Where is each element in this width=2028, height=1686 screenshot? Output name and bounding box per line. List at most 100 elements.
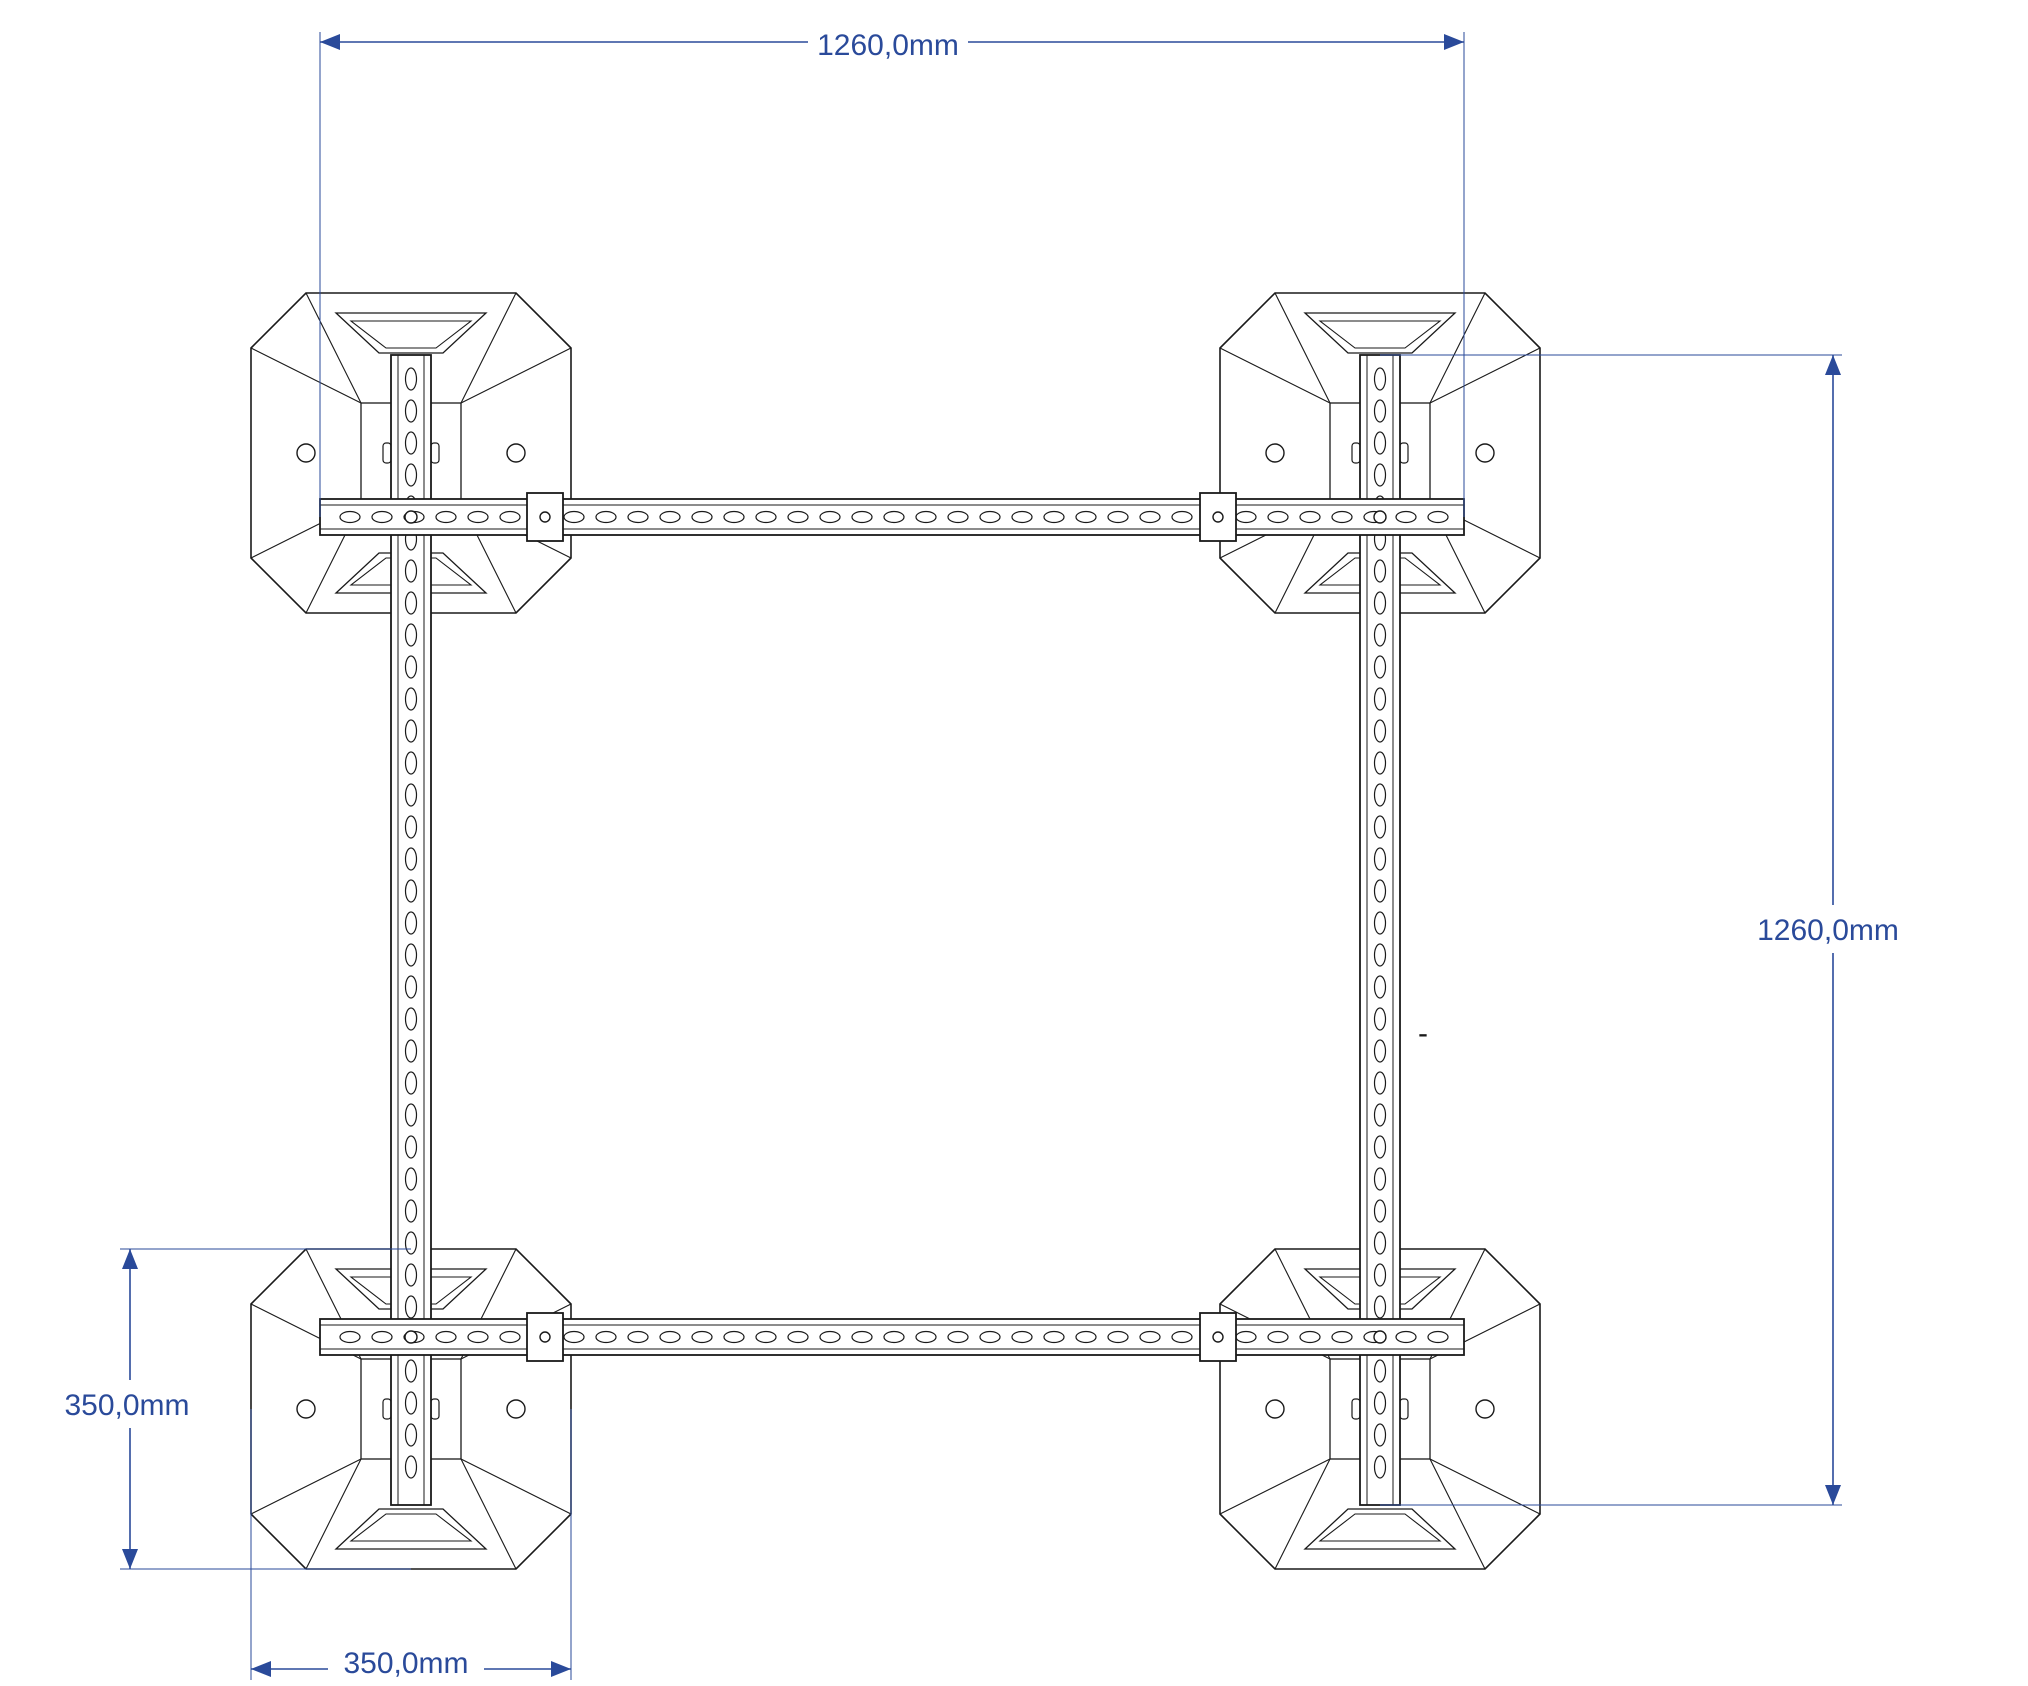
- foot-clamp: [1351, 1398, 1361, 1420]
- rail-slot: [404, 911, 418, 935]
- foot-recess-outer: [334, 1268, 488, 1310]
- rail-slot: [595, 510, 617, 524]
- rail-slot: [755, 510, 777, 524]
- rail-slot: [1373, 847, 1387, 871]
- foot-recess-inner: [349, 1513, 473, 1542]
- rail-slot: [1395, 510, 1417, 524]
- rail-slot: [404, 1423, 418, 1447]
- rail-slot: [915, 1330, 937, 1344]
- dimension-lines: [120, 32, 1842, 1680]
- foot-facet-line: [460, 1458, 572, 1515]
- rail-slot: [1139, 510, 1161, 524]
- rail-slot: [1171, 510, 1193, 524]
- rail-slot: [404, 1039, 418, 1063]
- intersection-bolt: [1373, 1330, 1387, 1344]
- rail-slot: [499, 510, 521, 524]
- rail-slot: [947, 510, 969, 524]
- foot-clamp: [1351, 442, 1361, 464]
- rail-slot: [1427, 1330, 1449, 1344]
- rail-slot: [723, 510, 745, 524]
- foot-hole: [296, 443, 316, 463]
- rail-slot: [1075, 1330, 1097, 1344]
- foot-recess-outer: [1303, 1268, 1457, 1310]
- rail-slot: [1267, 1330, 1289, 1344]
- foot-facet-line: [1274, 1458, 1331, 1570]
- rail-slot: [1373, 1135, 1387, 1159]
- rail-slot: [1373, 1455, 1387, 1479]
- intersection-bolt: [404, 510, 418, 524]
- rail-slot: [659, 510, 681, 524]
- rail-slot: [404, 1455, 418, 1479]
- rail-slot: [404, 719, 418, 743]
- rail-slot: [404, 1359, 418, 1383]
- rail-slot: [1373, 367, 1387, 391]
- rail-slot: [404, 1103, 418, 1127]
- rail-slot: [371, 1330, 393, 1344]
- rail-slot: [499, 1330, 521, 1344]
- connector-bolt: [539, 1331, 551, 1343]
- rail-slot: [404, 943, 418, 967]
- rail-slot: [371, 510, 393, 524]
- rail-slot: [947, 1330, 969, 1344]
- dim-left-label-mask: [60, 1380, 200, 1428]
- rail-slot: [787, 1330, 809, 1344]
- foot-recess-outer: [334, 552, 488, 594]
- foot-facet-line: [460, 347, 572, 404]
- rail-slot: [1373, 1103, 1387, 1127]
- foot-recess-outer: [334, 1508, 488, 1550]
- rail-slot: [404, 1071, 418, 1095]
- rail-slot: [404, 655, 418, 679]
- rail-slot: [723, 1330, 745, 1344]
- rail-slot: [1235, 1330, 1257, 1344]
- rail-slot: [819, 510, 841, 524]
- foot-clamp: [1399, 1398, 1409, 1420]
- foot-hole: [1265, 443, 1285, 463]
- foot-hole: [506, 1399, 526, 1419]
- foot-facet-line: [1274, 292, 1331, 404]
- foot-facet-line: [1429, 347, 1541, 404]
- intersection-bolt: [404, 1330, 418, 1344]
- foot-recess-outer: [1303, 312, 1457, 354]
- foot-recess-inner: [1318, 320, 1442, 349]
- rail-slot: [1373, 975, 1387, 999]
- rail-slot: [787, 510, 809, 524]
- rail-slot: [1267, 510, 1289, 524]
- foot-clamp: [1399, 442, 1409, 464]
- foot-clamp: [430, 442, 440, 464]
- rail-slot: [404, 431, 418, 455]
- rail-slot: [404, 1231, 418, 1255]
- rail-slot: [1299, 1330, 1321, 1344]
- foot-hole: [1265, 1399, 1285, 1419]
- foot-hole: [506, 443, 526, 463]
- foot-facet-line: [1219, 1458, 1331, 1515]
- rail-slot: [404, 815, 418, 839]
- rail-slot: [404, 1295, 418, 1319]
- foot-recess-outer: [334, 312, 488, 354]
- rail-slot: [404, 783, 418, 807]
- rail-slot: [1373, 591, 1387, 615]
- rail-slot: [627, 510, 649, 524]
- rail-slot: [1373, 1263, 1387, 1287]
- rail-slot: [404, 367, 418, 391]
- foot-facet-line: [1429, 292, 1486, 404]
- rail-slot: [979, 1330, 1001, 1344]
- rail-slot: [404, 591, 418, 615]
- connector-bolt: [1212, 511, 1224, 523]
- foot-recess-outer: [1303, 552, 1457, 594]
- rail-slot: [404, 1199, 418, 1223]
- vertical-rail-right: [1359, 354, 1401, 1506]
- rail-connector: [1199, 1312, 1237, 1362]
- foot-facet-line: [250, 347, 362, 404]
- rail-slot: [755, 1330, 777, 1344]
- dim-right-arrow-bottom: [1825, 1485, 1841, 1505]
- rail-slot: [819, 1330, 841, 1344]
- rail-slot: [979, 510, 1001, 524]
- connector-bolt: [1212, 1331, 1224, 1343]
- dim-right-label: 1260,0mm: [1757, 914, 1899, 947]
- rail-slot: [1235, 510, 1257, 524]
- rail-slot: [1373, 719, 1387, 743]
- horizontal-rail-bottom: [319, 1312, 1465, 1362]
- rail-slot: [404, 1167, 418, 1191]
- foot-clamp: [382, 442, 392, 464]
